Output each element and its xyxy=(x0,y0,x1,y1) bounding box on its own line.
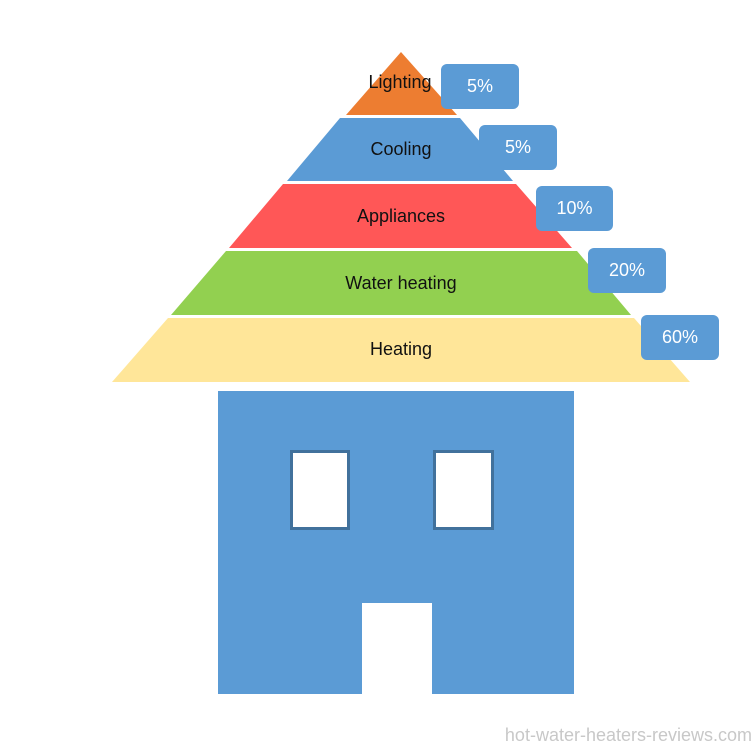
badge-heating: 60% xyxy=(641,315,719,360)
layer-lighting xyxy=(346,52,457,115)
badge-lighting: 5% xyxy=(441,64,519,109)
layer-label-cooling: Cooling xyxy=(370,139,432,159)
layer-label-heating: Heating xyxy=(369,339,433,359)
door xyxy=(362,603,432,694)
layer-cooling xyxy=(287,118,513,181)
layer-label-water-heating: Water heating xyxy=(345,273,457,293)
badge-water-heating: 20% xyxy=(588,248,666,293)
watermark: hot-water-heaters-reviews.com xyxy=(504,725,752,745)
layer-label-lighting: Lighting xyxy=(368,72,432,92)
badge-cooling: 5% xyxy=(479,125,557,170)
layer-appliances xyxy=(229,184,572,248)
layer-heating xyxy=(112,318,690,382)
window-right xyxy=(433,450,494,530)
layer-label-appliances: Appliances xyxy=(356,206,446,226)
window-left xyxy=(290,450,350,530)
layer-water-heating xyxy=(171,251,631,315)
badge-appliances: 10% xyxy=(536,186,613,231)
